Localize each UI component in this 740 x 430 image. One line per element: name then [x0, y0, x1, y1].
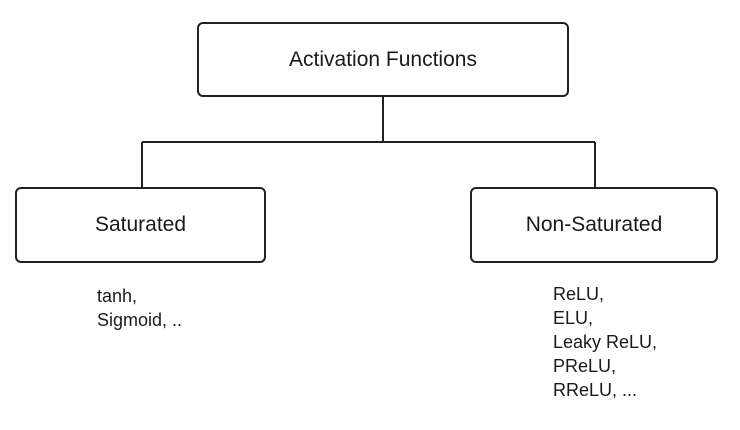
- non-saturated-node-label: Non-Saturated: [525, 213, 663, 236]
- root-node-label: Activation Functions: [289, 47, 477, 71]
- root-node-activation-functions: Activation Functions: [197, 22, 569, 97]
- saturated-examples-list: tanh, Sigmoid, ..: [97, 284, 182, 332]
- child-node-saturated: Saturated: [15, 187, 266, 263]
- non-saturated-example-item: ELU,: [553, 308, 594, 328]
- saturated-node-label: Saturated: [94, 213, 187, 236]
- non-saturated-example-item: RReLU, ...: [553, 380, 638, 400]
- saturated-example-item: tanh,: [97, 286, 138, 306]
- child-node-non-saturated: Non-Saturated: [470, 187, 718, 263]
- non-saturated-example-item: Leaky ReLU,: [553, 332, 658, 352]
- non-saturated-example-item: PReLU,: [553, 356, 617, 376]
- non-saturated-example-item: ReLU,: [553, 284, 605, 304]
- non-saturated-examples-list: ReLU, ELU, Leaky ReLU, PReLU, RReLU, ...: [553, 282, 657, 402]
- saturated-example-item: Sigmoid, ..: [97, 310, 183, 330]
